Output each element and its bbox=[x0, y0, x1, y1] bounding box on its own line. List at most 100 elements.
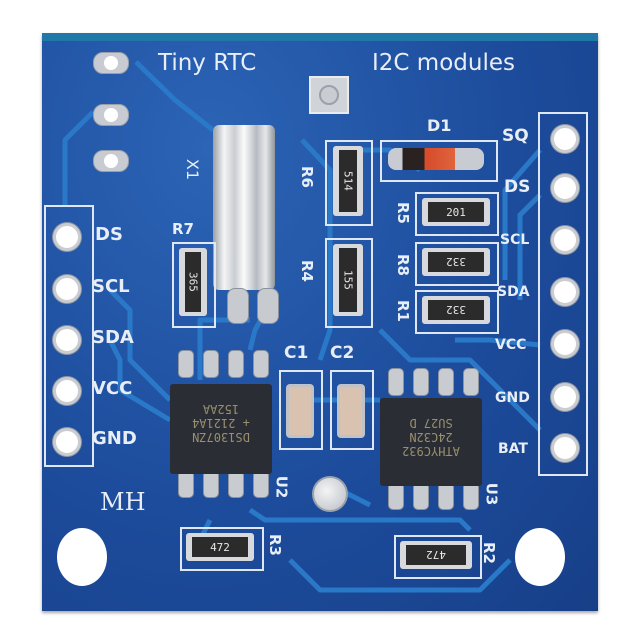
right-label-bat: BAT bbox=[498, 441, 528, 457]
r3-outline bbox=[180, 527, 264, 571]
r6-outline bbox=[325, 140, 373, 226]
crystal-leg-1 bbox=[227, 288, 249, 324]
resistor-r1: 332 bbox=[422, 296, 490, 324]
u2-line-3: DS1307ZN bbox=[192, 430, 250, 444]
u3-pin bbox=[438, 368, 454, 396]
r2-outline bbox=[394, 535, 482, 579]
r1-label: R1 bbox=[394, 300, 412, 322]
c2-label: C2 bbox=[330, 343, 355, 363]
left-pin-vcc[interactable] bbox=[53, 377, 81, 405]
c2-outline bbox=[330, 370, 374, 450]
right-pin-ds[interactable] bbox=[551, 174, 579, 202]
center-via bbox=[312, 476, 348, 512]
crystal-leg-2 bbox=[257, 288, 279, 324]
left-label-vcc: VCC bbox=[92, 378, 133, 399]
via bbox=[319, 85, 339, 105]
u3-pin bbox=[388, 368, 404, 396]
u3-pin bbox=[463, 482, 479, 510]
diode-d1 bbox=[388, 148, 484, 170]
resistor-r8: 332 bbox=[422, 248, 490, 276]
u2-line-1: 152AA bbox=[202, 402, 240, 416]
d1-outline bbox=[380, 140, 498, 182]
right-label-sq: SQ bbox=[502, 126, 529, 146]
r4-outline bbox=[325, 238, 373, 328]
r8-outline bbox=[415, 242, 499, 286]
u3-pin bbox=[413, 368, 429, 396]
u3-pin bbox=[438, 482, 454, 510]
u3-line-1: SU27 D bbox=[409, 416, 453, 430]
test-pad bbox=[309, 76, 349, 114]
u3-pin bbox=[388, 482, 404, 510]
resistor-r2: 472 bbox=[400, 541, 472, 569]
resistor-r5: 201 bbox=[422, 198, 490, 226]
right-label-scl: SCL bbox=[500, 232, 530, 248]
pcb-board bbox=[42, 33, 598, 611]
r2-label: R2 bbox=[480, 542, 498, 564]
u2-pin bbox=[178, 350, 194, 378]
d1-label: D1 bbox=[427, 116, 452, 135]
u2-label: U2 bbox=[272, 475, 291, 499]
r2-code: 472 bbox=[406, 545, 466, 565]
right-label-vcc: VCC bbox=[495, 337, 527, 353]
right-pin-vcc[interactable] bbox=[551, 330, 579, 358]
right-header-outline bbox=[538, 112, 588, 476]
c1-outline bbox=[279, 370, 323, 450]
mounting-pad-1 bbox=[93, 52, 129, 74]
right-label-ds: DS bbox=[504, 177, 531, 197]
r7-outline bbox=[172, 242, 216, 328]
left-label-scl: SCL bbox=[92, 276, 130, 297]
ic-u2-ds1307: DS1307ZN + 2121A4 152AA bbox=[170, 384, 272, 474]
r4-label: R4 bbox=[298, 260, 316, 282]
left-pin-ds[interactable] bbox=[53, 223, 81, 251]
u3-line-2: 24C32N bbox=[409, 430, 453, 444]
r6-code: 514 bbox=[339, 150, 357, 212]
board-title-right: I2C modules bbox=[372, 50, 515, 76]
right-pin-bat[interactable] bbox=[551, 434, 579, 462]
r8-code: 332 bbox=[428, 252, 484, 272]
r4-code: 155 bbox=[339, 248, 357, 312]
resistor-r6: 514 bbox=[333, 146, 363, 216]
resistor-r3: 472 bbox=[186, 533, 254, 561]
u2-pin bbox=[253, 470, 269, 498]
capacitor-c2 bbox=[337, 384, 365, 438]
board-edge bbox=[42, 33, 598, 41]
maker-mark: MH bbox=[100, 488, 146, 516]
u2-pin bbox=[228, 470, 244, 498]
right-pin-gnd[interactable] bbox=[551, 383, 579, 411]
mounting-pad-2 bbox=[93, 104, 129, 126]
u3-line-3: ATHYC932 bbox=[402, 444, 460, 458]
right-pin-sda[interactable] bbox=[551, 278, 579, 306]
resistor-r7: 365 bbox=[179, 248, 207, 316]
u2-marking: DS1307ZN + 2121A4 152AA bbox=[170, 402, 272, 444]
u3-marking: ATHYC932 24C32N SU27 D bbox=[380, 416, 482, 458]
u2-pin bbox=[178, 470, 194, 498]
left-label-gnd: GND bbox=[92, 428, 137, 449]
left-header-outline bbox=[44, 205, 94, 467]
right-pin-sq[interactable] bbox=[551, 125, 579, 153]
r5-label: R5 bbox=[394, 202, 412, 224]
c1-label: C1 bbox=[284, 343, 309, 363]
mounting-pad-3 bbox=[93, 150, 129, 172]
right-pin-scl[interactable] bbox=[551, 226, 579, 254]
left-label-sda: SDA bbox=[92, 327, 134, 348]
resistor-r4: 155 bbox=[333, 244, 363, 316]
u2-pin bbox=[253, 350, 269, 378]
u2-pin bbox=[228, 350, 244, 378]
u3-pin bbox=[413, 482, 429, 510]
r3-label: R3 bbox=[266, 534, 284, 556]
mounting-hole-left bbox=[57, 528, 107, 586]
r3-code: 472 bbox=[192, 537, 248, 557]
x1-label: X1 bbox=[183, 158, 203, 181]
r8-label: R8 bbox=[394, 254, 412, 276]
r1-code: 332 bbox=[428, 300, 484, 320]
left-pin-gnd[interactable] bbox=[53, 428, 81, 456]
r1-outline bbox=[415, 290, 499, 334]
left-pin-sda[interactable] bbox=[53, 326, 81, 354]
r5-code: 201 bbox=[428, 202, 484, 222]
board-title-left: Tiny RTC bbox=[158, 50, 257, 76]
r5-outline bbox=[415, 192, 499, 236]
capacitor-c1 bbox=[286, 384, 314, 438]
r7-code: 365 bbox=[185, 252, 201, 312]
left-pin-scl[interactable] bbox=[53, 275, 81, 303]
u2-line-2: + 2121A4 bbox=[192, 416, 250, 430]
